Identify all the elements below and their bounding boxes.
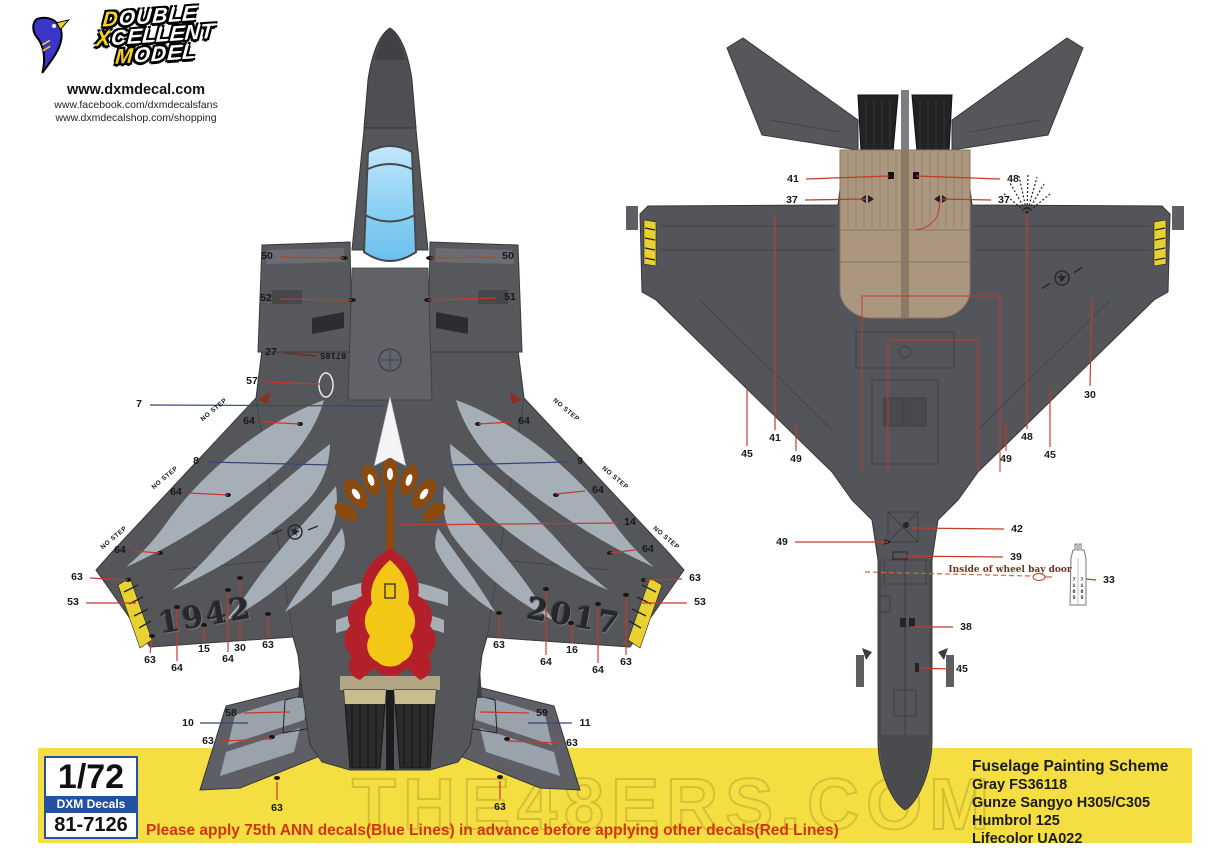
- brand-logo: DOUBLE XCELLENT MODEL: [28, 0, 251, 74]
- brand-urls: www.dxmdecal.com www.facebook.com/dxmdec…: [26, 82, 246, 124]
- callout-64: 64: [642, 543, 654, 555]
- callout-30: 30: [234, 642, 246, 654]
- wheel-bay-note: Inside of wheel bay door: [948, 565, 1072, 575]
- topview-aircraft: [95, 27, 685, 791]
- scale-label: 1/72: [57, 758, 125, 796]
- callout-8: 8: [193, 455, 199, 467]
- callout-16: 16: [566, 644, 578, 656]
- watermark-text: THE48ERS.COM: [351, 764, 997, 846]
- callout-64: 64: [518, 415, 530, 427]
- callout-15: 15: [198, 643, 210, 655]
- callout-42: 42: [1011, 523, 1023, 535]
- product-code: 81-7126: [54, 814, 128, 836]
- facebook-url[interactable]: www.facebook.com/dxmdecalsfans: [54, 99, 218, 111]
- arrow-decal: [334, 395, 446, 560]
- callout-63: 63: [493, 639, 505, 651]
- paint-line: Humbrol 125: [972, 813, 1060, 829]
- callout-64: 64: [592, 664, 604, 676]
- paint-scheme-title: Fuselage Painting Scheme: [972, 758, 1169, 775]
- callout-63: 63: [271, 802, 283, 814]
- callout-57: 57: [246, 375, 258, 387]
- callout-63: 63: [262, 639, 274, 651]
- website-url[interactable]: www.dxmdecal.com: [66, 82, 206, 98]
- bird-icon: [32, 16, 71, 74]
- callout-38: 38: [960, 621, 972, 633]
- callout-63: 63: [689, 572, 701, 584]
- paint-line: Gray FS36118: [972, 777, 1068, 793]
- callout-64: 64: [171, 662, 183, 674]
- callout-50: 50: [502, 250, 514, 262]
- callout-63: 63: [494, 801, 506, 813]
- callout-64: 64: [170, 486, 182, 498]
- callout-11: 11: [579, 717, 591, 729]
- callout-64: 64: [592, 484, 604, 496]
- callout-58: 58: [225, 707, 237, 719]
- callout-64: 64: [222, 653, 234, 665]
- callout-63: 63: [202, 735, 214, 747]
- application-instruction: Please apply 75th ANN decals(Blue Lines)…: [146, 822, 839, 839]
- wheel-bay-serial: 7185: [1071, 577, 1077, 601]
- callout-64: 64: [114, 544, 126, 556]
- callout-49: 49: [790, 453, 802, 465]
- callout-48: 48: [1007, 173, 1019, 185]
- callout-63: 63: [144, 654, 156, 666]
- roundel: [271, 524, 319, 540]
- callout-45: 45: [741, 448, 753, 460]
- callout-50: 50: [261, 250, 273, 262]
- callout-37: 37: [998, 194, 1010, 206]
- callout-39: 39: [1010, 551, 1022, 563]
- bottomview-aircraft: [626, 37, 1184, 811]
- callout-63: 63: [71, 571, 83, 583]
- callout-52: 52: [260, 292, 272, 304]
- callout-64: 64: [540, 656, 552, 668]
- radome: [879, 735, 931, 810]
- callout-10: 10: [182, 717, 194, 729]
- shop-url[interactable]: www.dxmdecalshop.com/shopping: [55, 112, 217, 124]
- callout-59: 59: [536, 707, 548, 719]
- callout-49: 49: [776, 536, 788, 548]
- scale-product-box: 1/72 DXM Decals 81-7126: [44, 756, 138, 839]
- callout-53: 53: [694, 596, 706, 608]
- callout-14: 14: [624, 516, 636, 528]
- callout-7: 7: [136, 398, 142, 410]
- paint-line: Lifecolor UA022: [972, 831, 1083, 847]
- roundel: [1041, 266, 1083, 290]
- callout-45: 45: [956, 663, 968, 675]
- callout-9: 9: [577, 455, 583, 467]
- callout-41: 41: [787, 173, 799, 185]
- brand-label: DXM Decals: [46, 796, 136, 813]
- callout-41: 41: [769, 432, 781, 444]
- callout-49: 49: [1000, 453, 1012, 465]
- fuselage-serial: 87185: [319, 351, 347, 361]
- callout-63: 63: [620, 656, 632, 668]
- callout-51: 51: [504, 291, 516, 303]
- callout-30: 30: [1084, 389, 1096, 401]
- wheel-bay-door-detail: [864, 543, 1087, 606]
- red-reference-lines: [861, 199, 1001, 472]
- flame-decal: [344, 548, 436, 680]
- wingtip-stripe: [117, 577, 663, 649]
- callout-33: 33: [1103, 574, 1115, 586]
- callout-63: 63: [566, 737, 578, 749]
- wheel-bay-serial: 7185: [1079, 577, 1085, 601]
- decal-target-dots: [125, 256, 647, 780]
- callout-37: 37: [786, 194, 798, 206]
- callout-27: 27: [265, 346, 277, 358]
- callout-53: 53: [67, 596, 79, 608]
- paint-line: Gunze Sangyo H305/C305: [972, 795, 1151, 811]
- engine-nozzles: [340, 676, 440, 770]
- wingtip-stripe: [643, 219, 1167, 267]
- paint-scheme-block: Fuselage Painting Scheme Gray FS36118 Gu…: [972, 757, 1168, 848]
- callout-64: 64: [243, 415, 255, 427]
- callout-45: 45: [1044, 449, 1056, 461]
- callout-48: 48: [1021, 431, 1033, 443]
- canopy: [362, 145, 418, 262]
- feather-fan-decal: [1002, 173, 1051, 214]
